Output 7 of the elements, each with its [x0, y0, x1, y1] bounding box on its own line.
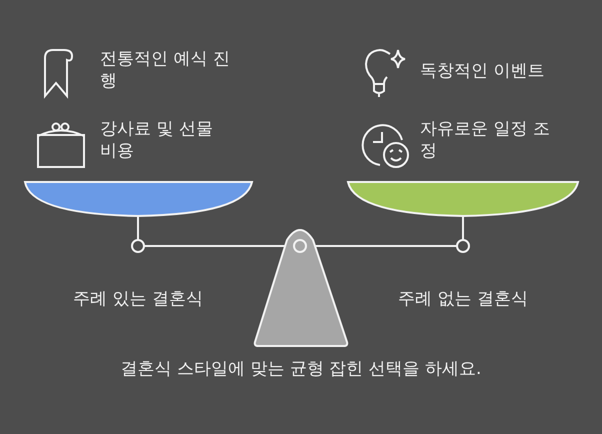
label-text: 주례 있는 결혼식	[72, 288, 204, 310]
label-text: 주례 없는 결혼식	[397, 288, 529, 310]
label-text: 강사료 및 선물 비용	[100, 118, 214, 162]
caption-text: 결혼식 스타일에 맞는 균형 잡힌 선택을 하세요.	[120, 358, 482, 380]
label-text: 전통적인 예식 진행	[100, 48, 231, 92]
label-text: 자유로운 일정 조정	[420, 118, 551, 162]
label-text: 독창적인 이벤트	[420, 60, 546, 82]
